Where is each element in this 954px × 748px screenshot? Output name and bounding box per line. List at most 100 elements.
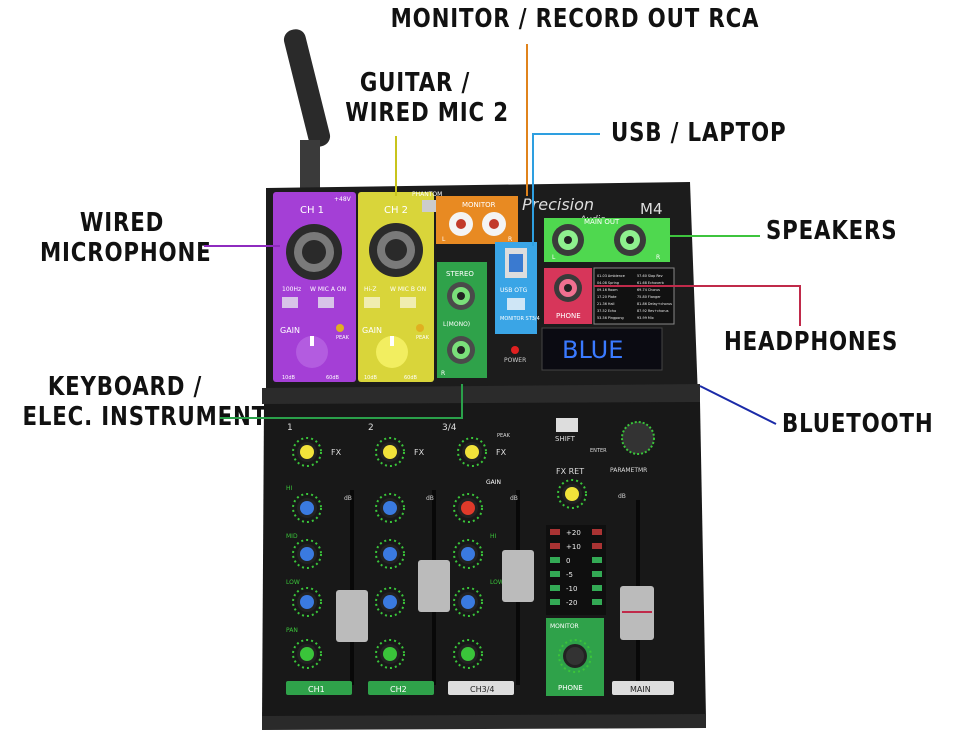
lmono-label: L(MONO) bbox=[443, 321, 470, 328]
fx-list-item: 21-36 Hall bbox=[597, 302, 614, 306]
fx-list-item: 81-86 Delay+chorus bbox=[637, 302, 672, 306]
main-out-panel: MAIN OUT L R bbox=[544, 218, 670, 262]
eq-mid-knob-2-ring bbox=[375, 539, 405, 569]
parameter-encoder[interactable] bbox=[621, 421, 655, 455]
ch2-label-bar bbox=[368, 681, 434, 695]
callout-usb-laptop: USB / LAPTOP bbox=[611, 118, 787, 148]
hz100-button[interactable] bbox=[282, 297, 298, 308]
phone-output-panel: PHONE bbox=[544, 268, 592, 324]
ch1-fader-track bbox=[350, 490, 354, 685]
fx-list-item: 69-74 Chorus bbox=[637, 288, 660, 292]
monitor-rca-label: MONITOR bbox=[462, 201, 496, 209]
hiz-button[interactable] bbox=[364, 297, 380, 308]
line-headphones bbox=[594, 285, 801, 326]
fx-list-item: 93-99 Mix bbox=[637, 316, 654, 320]
callout-bluetooth: BLUETOOTH bbox=[782, 409, 934, 439]
main-label: MAIN bbox=[630, 685, 651, 694]
meter-mark-2: 0 bbox=[566, 557, 570, 565]
callout-lines bbox=[204, 44, 801, 425]
ch34-channel-label: CH3/4 bbox=[470, 685, 494, 694]
plus48v-label: +48V bbox=[334, 196, 352, 203]
ch2-60db-label: 60dB bbox=[404, 375, 418, 381]
ch2-10db-label: 10dB bbox=[364, 375, 378, 381]
callout-wired-mic-line2: MICROPHONE bbox=[40, 238, 212, 268]
ch34-label-bar bbox=[448, 681, 514, 695]
ch2-number: 2 bbox=[368, 423, 374, 433]
hz100-label: 100Hz bbox=[282, 286, 301, 293]
hiz-label: Hi-Z bbox=[364, 286, 376, 293]
stereo-r-label: R bbox=[441, 370, 445, 377]
ch2-fader[interactable] bbox=[418, 560, 450, 612]
brand-name: Precision bbox=[522, 195, 594, 214]
ch1-10db-label: 10dB bbox=[282, 375, 296, 381]
phone-jack-label: PHONE bbox=[556, 312, 581, 320]
wmic-a-label: W MIC A ON bbox=[310, 286, 346, 293]
fx-list-item: 57-60 Slap Rev bbox=[637, 274, 663, 278]
ch34-gain-knob-ring bbox=[453, 493, 483, 523]
power-led bbox=[511, 346, 519, 354]
callout-speakers: SPEAKERS bbox=[766, 216, 898, 246]
led-display: BLUE bbox=[541, 327, 663, 371]
fx-list-item: 61-68 Echoverb bbox=[637, 281, 664, 285]
ch34-pan-knob-ring bbox=[453, 639, 483, 669]
callout-guitar-line1: GUITAR / bbox=[359, 68, 471, 98]
callout-wired-microphone: WIRED MICROPHONE bbox=[40, 208, 212, 268]
phone-monitor-label: MONITOR bbox=[550, 623, 579, 630]
model-name: M4 bbox=[640, 200, 663, 218]
main-out-label: MAIN OUT bbox=[584, 218, 620, 226]
ch1-channel-label: CH1 bbox=[308, 685, 325, 694]
meter-mark-1: +10 bbox=[566, 543, 581, 551]
fx-list-item: 17-20 Plate bbox=[597, 295, 616, 299]
ch2-label: CH 2 bbox=[384, 205, 408, 216]
main-db-label: dB bbox=[618, 493, 626, 500]
eq-mid-knob-1-ring bbox=[292, 539, 322, 569]
pan-knob-2-ring bbox=[375, 639, 405, 669]
fx-list-item: 37-52 Echo bbox=[597, 309, 616, 313]
rca-l-label: L bbox=[442, 236, 446, 243]
stereo-label: STEREO bbox=[446, 270, 474, 278]
eq-hi-knob-2-ring bbox=[375, 493, 405, 523]
fx-list-item: 09-16 Room bbox=[597, 288, 618, 292]
eq-low-label-1: LOW bbox=[286, 579, 300, 586]
wmic-b-label: W MIC B ON bbox=[390, 286, 426, 293]
ch1-60db-label: 60dB bbox=[326, 375, 340, 381]
ch2-gain-knob[interactable] bbox=[376, 336, 408, 368]
ch1-gain-label: GAIN bbox=[280, 326, 300, 335]
callout-guitar-line2: WIRED MIC 2 bbox=[345, 98, 509, 128]
fx-knob-2-ring bbox=[375, 437, 405, 467]
ch1-label-bar bbox=[286, 681, 352, 695]
ch2-panel: CH 2 Hi-Z W MIC B ON GAIN PEAK 10dB 60dB bbox=[358, 192, 434, 382]
callout-keyboard-line1: KEYBOARD / bbox=[47, 372, 203, 402]
fx-ret-label: FX RET bbox=[556, 467, 584, 476]
fx-ret-knob-ring bbox=[557, 479, 587, 509]
callout-wired-mic-line1: WIRED bbox=[79, 208, 165, 238]
eq-low-knob-2-ring bbox=[375, 587, 405, 617]
usb-panel: USB OTG MONITOR ST3/4 bbox=[495, 242, 540, 334]
monitor-st34-button[interactable] bbox=[507, 298, 525, 310]
antenna bbox=[283, 29, 331, 188]
meter-mark-0: +20 bbox=[566, 529, 581, 537]
ch2-peak-label: PEAK bbox=[416, 335, 430, 341]
phantom-switch[interactable] bbox=[422, 200, 436, 212]
wmic-a-button[interactable] bbox=[318, 297, 334, 308]
monitor-rca-panel: MONITOR L R bbox=[436, 196, 518, 244]
enter-label: ENTER bbox=[590, 448, 607, 454]
ch34-hi-knob-ring bbox=[453, 539, 483, 569]
meter-mark-5: -20 bbox=[566, 599, 577, 607]
ch1-gain-knob[interactable] bbox=[296, 336, 328, 368]
main-out-l-label: L bbox=[552, 254, 556, 261]
ch1-fader[interactable] bbox=[336, 590, 368, 642]
fx-label-3: FX bbox=[496, 448, 507, 457]
ch1-peak-label: PEAK bbox=[336, 335, 350, 341]
shift-button[interactable] bbox=[556, 418, 578, 432]
ch34-hi-label: HI bbox=[490, 533, 497, 540]
ch34-fader[interactable] bbox=[502, 550, 534, 602]
eq-hi-label-1: HI bbox=[286, 485, 293, 492]
wmic-b-button[interactable] bbox=[400, 297, 416, 308]
line-bluetooth bbox=[699, 385, 777, 425]
meter-mark-4: -10 bbox=[566, 585, 577, 593]
eq-mid-label-1: MID bbox=[286, 533, 298, 540]
pan-label-1: PAN bbox=[286, 627, 298, 634]
fx-list-item: 01-03 Ambience bbox=[597, 274, 625, 278]
callout-guitar: GUITAR / WIRED MIC 2 bbox=[345, 68, 509, 128]
